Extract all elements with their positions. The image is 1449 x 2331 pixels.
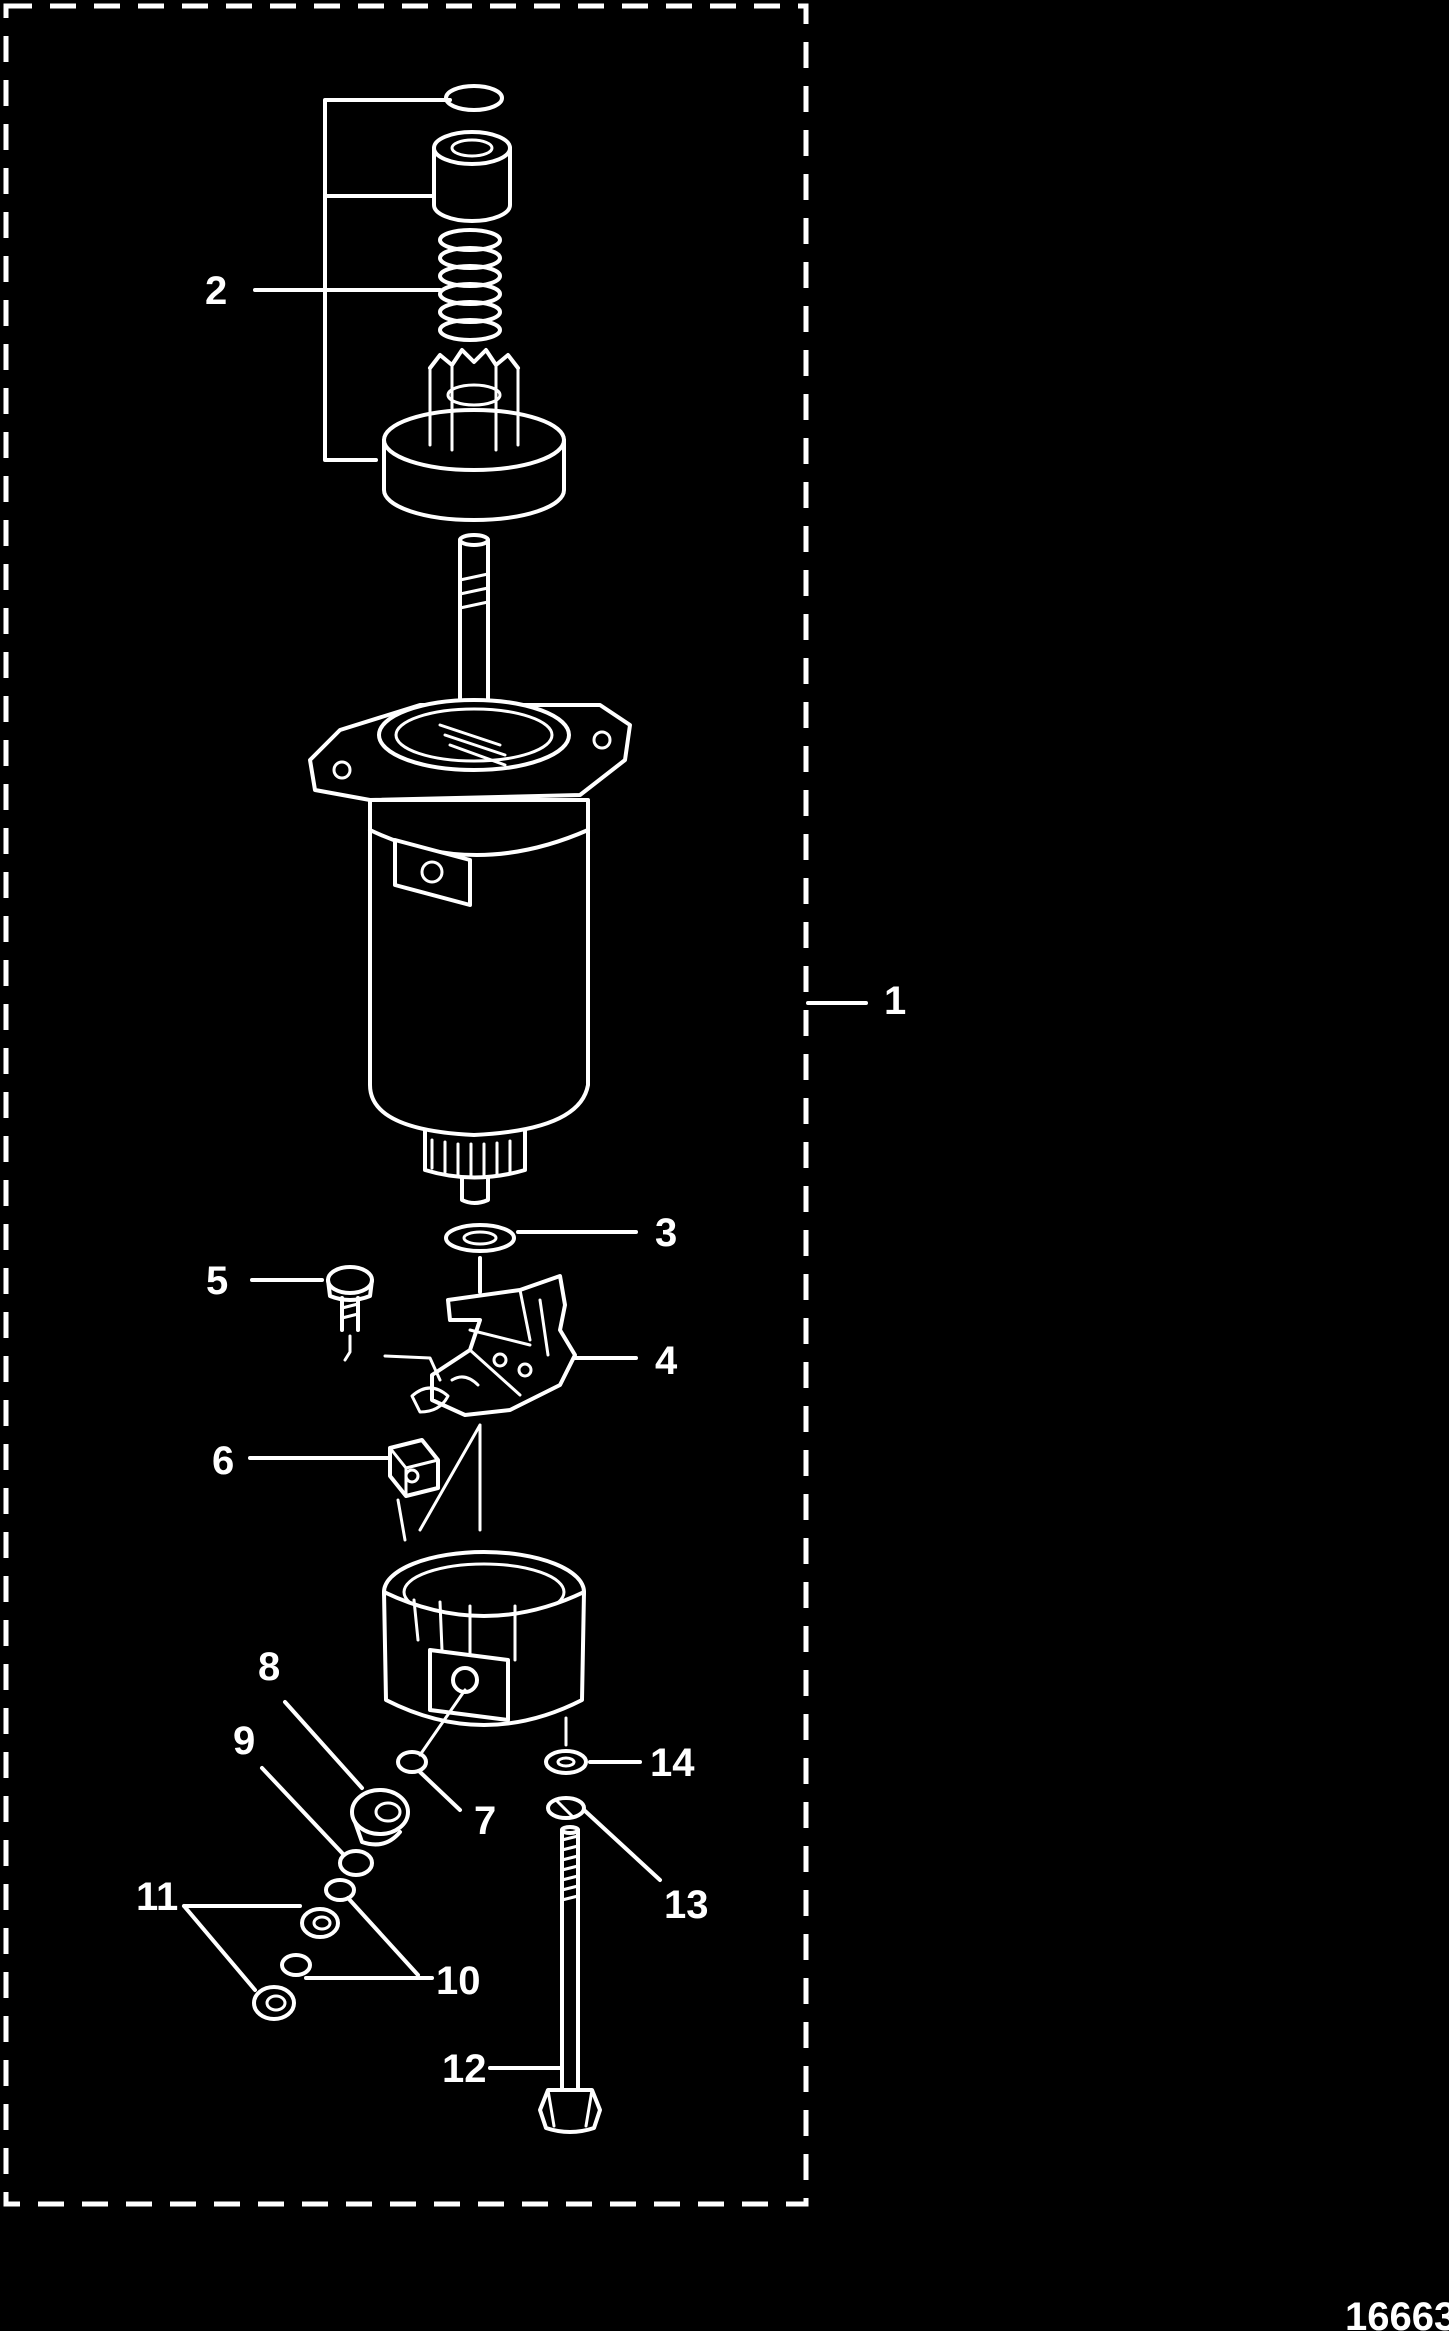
end-frame xyxy=(382,1550,586,1727)
nut-11b xyxy=(252,1985,296,2021)
lockwasher-13 xyxy=(546,1796,586,1820)
brush-6 xyxy=(388,1438,440,1498)
callout-10-leader xyxy=(304,1896,434,1980)
callout-label-12: 12 xyxy=(442,2047,487,2091)
through-bolt-12 xyxy=(538,1825,602,2134)
callout-label-7: 7 xyxy=(474,1799,496,1843)
callout-label-10: 10 xyxy=(436,1959,481,2003)
washer-9 xyxy=(338,1849,374,1877)
callout-label-11: 11 xyxy=(136,1875,178,1919)
drive-assembly xyxy=(382,84,566,522)
washer-14 xyxy=(544,1716,588,1775)
callout-label-1: 1 xyxy=(884,979,906,1023)
callout-label-14: 14 xyxy=(650,1741,695,1785)
washer-7 xyxy=(396,1750,428,1774)
callout-label-4: 4 xyxy=(655,1339,678,1383)
washer-10b xyxy=(280,1953,312,1977)
callout-label-2: 2 xyxy=(205,269,227,313)
brush-plate-4 xyxy=(430,1256,577,1417)
callout-label-8: 8 xyxy=(258,1645,280,1689)
insulator-8 xyxy=(350,1788,410,1847)
brush-spring xyxy=(410,1375,480,1414)
callout-label-9: 9 xyxy=(233,1719,255,1763)
callout-label-3: 3 xyxy=(655,1211,677,1255)
callout-9-leader xyxy=(260,1766,346,1857)
callout-2-bracket xyxy=(323,98,452,462)
assembly-guide xyxy=(396,1423,482,1542)
washer-10a xyxy=(324,1878,356,1902)
callout-7-leader xyxy=(418,1770,462,1812)
callout-label-13: 13 xyxy=(664,1883,709,1927)
assembly-boundary xyxy=(3,3,809,2207)
callout-13-leader xyxy=(582,1808,662,1882)
figure-number: 16663 xyxy=(1345,2295,1449,2331)
callout-8-leader xyxy=(283,1700,364,1790)
callout-label-6: 6 xyxy=(212,1439,234,1483)
screw-5 xyxy=(326,1265,442,1382)
callout-label-5: 5 xyxy=(206,1259,228,1303)
callout-11-leader xyxy=(182,1904,302,1992)
washer-3 xyxy=(444,1223,516,1253)
starter-motor-body xyxy=(308,533,632,1205)
nut-11a xyxy=(300,1907,340,1939)
